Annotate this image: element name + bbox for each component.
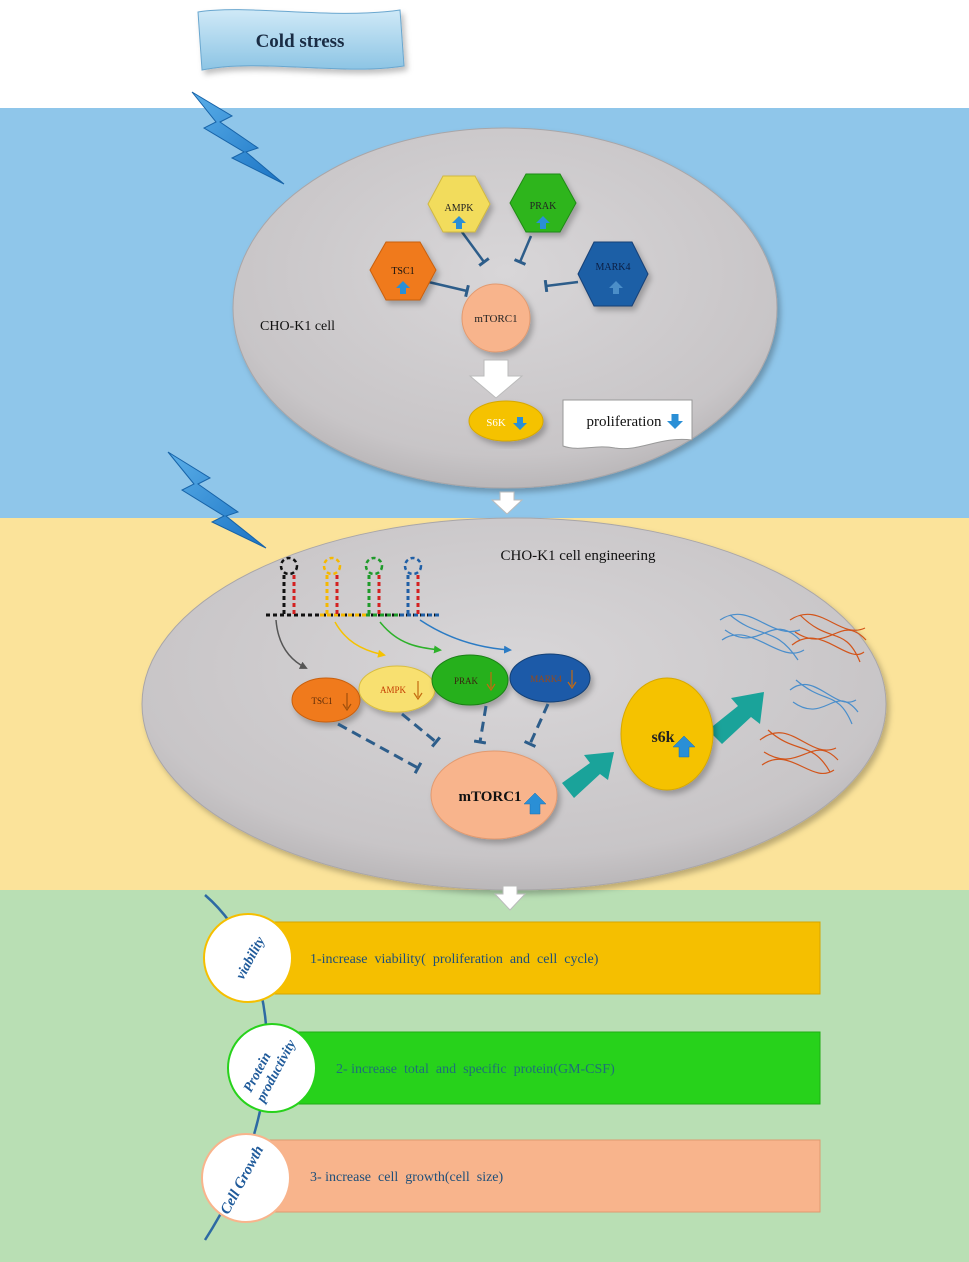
cell-top-label: CHO-K1 cell <box>260 319 335 334</box>
outcome-protein: Proteinproductivity 2- increase total an… <box>227 1023 821 1113</box>
teal-arrow-icon <box>562 752 614 798</box>
lightning-bolt-icon <box>191 91 285 185</box>
regulator-tsc1: TSC1 <box>369 241 437 301</box>
knockdown-ampk-label: AMPK <box>380 685 407 695</box>
s6k-middle-label: s6k <box>651 729 674 746</box>
outcome-viability-text: 1-increase viability( proliferation and … <box>310 952 599 967</box>
connector-arrow-2 <box>493 885 527 911</box>
proliferation-label: proliferation <box>587 414 662 430</box>
mtorc1-middle <box>430 750 558 840</box>
arrow-down-icon <box>513 417 527 430</box>
arrow-up-icon <box>396 281 410 294</box>
knockdown-tsc1-label: TSC1 <box>311 696 332 706</box>
outcome-cell-growth-text: 3- increase cell growth(cell size) <box>310 1170 504 1185</box>
arrow-up-icon <box>536 216 550 229</box>
block-arrow-down-icon <box>468 359 524 399</box>
knockdown-tsc1: TSC1 <box>291 677 361 723</box>
arrow-up-icon <box>672 735 696 758</box>
proliferation-box <box>562 399 693 450</box>
mtorc1-top <box>461 283 531 353</box>
arrow-up-icon <box>452 216 466 229</box>
regulator-ampk: AMPK <box>427 175 491 233</box>
connector-arrow-1 <box>490 491 524 515</box>
knockdown-ampk: AMPK <box>358 665 436 713</box>
knockdown-prak: PRAK <box>431 654 509 706</box>
regulator-mark4-label: MARK4 <box>595 262 630 273</box>
outcome-protein-text: 2- increase total and specific protein(G… <box>336 1062 615 1077</box>
outcome-cell-growth: Cell Growth 3- increase cell growth(cell… <box>201 1133 821 1223</box>
regulator-prak-label: PRAK <box>530 201 557 212</box>
arrow-down-icon <box>667 414 683 429</box>
regulator-ampk-label: AMPK <box>445 203 475 214</box>
lightning-bolt-icon <box>167 451 267 549</box>
outcome-viability: viability 1-increase viability( prolifer… <box>203 913 821 1003</box>
cold-stress-banner <box>197 9 405 71</box>
regulator-tsc1-label: TSC1 <box>391 266 414 277</box>
s6k-top-label: S6K <box>486 417 506 429</box>
knockdown-mark4-label: MARK4 <box>530 674 562 684</box>
cell-middle-title: CHO-K1 cell engineering <box>501 548 656 564</box>
arrow-up-icon <box>523 792 547 815</box>
targeting-arrows <box>275 619 512 669</box>
regulator-mark4: MARK4 <box>577 241 649 307</box>
shrna-hairpins <box>266 556 440 617</box>
s6k-middle <box>620 677 714 791</box>
cold-stress-label: Cold stress <box>256 31 345 52</box>
protein-fibres <box>719 613 867 775</box>
knockdown-prak-label: PRAK <box>454 676 479 686</box>
inhibition-lines-middle <box>337 703 550 774</box>
teal-arrow-icon <box>708 692 764 744</box>
knockdown-mark4: MARK4 <box>509 653 591 703</box>
regulator-prak: PRAK <box>509 173 577 233</box>
arrow-up-icon <box>609 281 623 294</box>
mtorc1-top-label: mTORC1 <box>474 313 517 325</box>
mtorc1-middle-label: mTORC1 <box>458 789 521 805</box>
s6k-top <box>468 400 544 442</box>
